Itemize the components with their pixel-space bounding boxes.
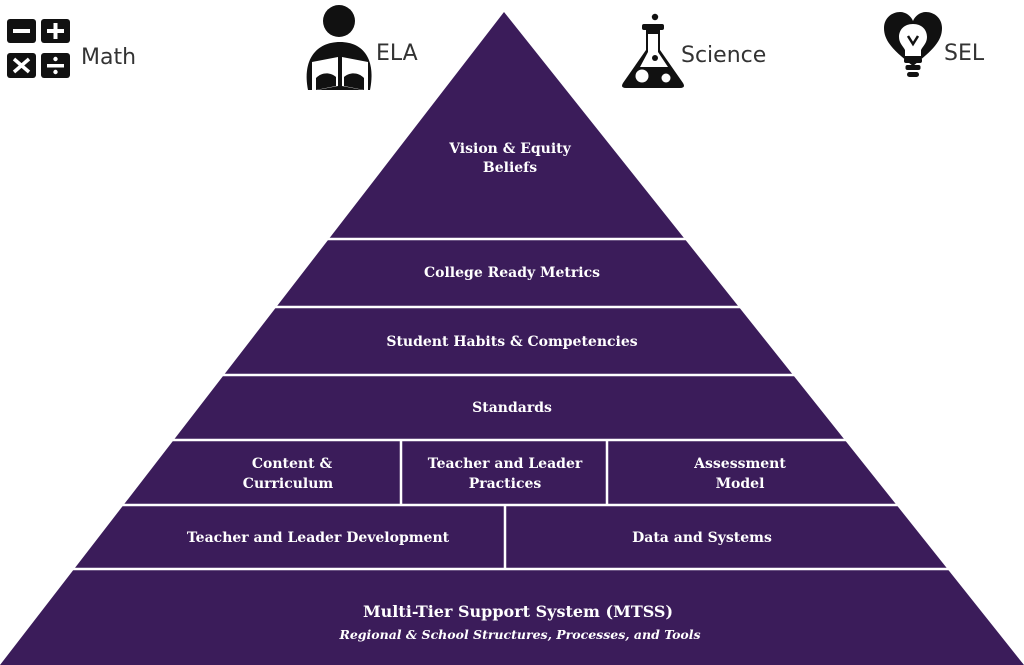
heart-lightbulb-icon [884, 12, 942, 77]
subject-label-science: Science [681, 43, 766, 68]
assessment-model-line2: Model [716, 476, 765, 492]
content-curriculum-line2: Curriculum [243, 476, 334, 492]
teacher-practices-line2: Practices [469, 476, 542, 492]
college-ready-metrics-label: College Ready Metrics [424, 265, 600, 281]
teacher-leader-development-label: Teacher and Leader Development [187, 530, 450, 546]
subject-label-math: Math [81, 45, 136, 70]
pyramid-shape [0, 12, 1024, 665]
tier-dividers [60, 237, 950, 571]
subject-label-ela: ELA [376, 41, 418, 66]
content-curriculum-line1: Content & [252, 456, 333, 472]
standards-label: Standards [472, 400, 552, 416]
teacher-practices-line1: Teacher and Leader [428, 456, 583, 472]
apex-label-line1: Vision & Equity [448, 141, 571, 157]
mtss-title: Multi-Tier Support System (MTSS) [363, 602, 673, 621]
subject-label-sel: SEL [944, 41, 985, 66]
student-habits-label: Student Habits & Competencies [386, 334, 637, 350]
data-systems-label: Data and Systems [632, 530, 772, 546]
assessment-model-line1: Assessment [693, 456, 786, 472]
flask-icon [622, 13, 684, 88]
calculator-icon [7, 19, 70, 78]
apex-label-line2: Beliefs [483, 160, 537, 176]
mtss-subtitle: Regional & School Structures, Processes,… [338, 627, 700, 642]
reader-icon [306, 5, 372, 91]
